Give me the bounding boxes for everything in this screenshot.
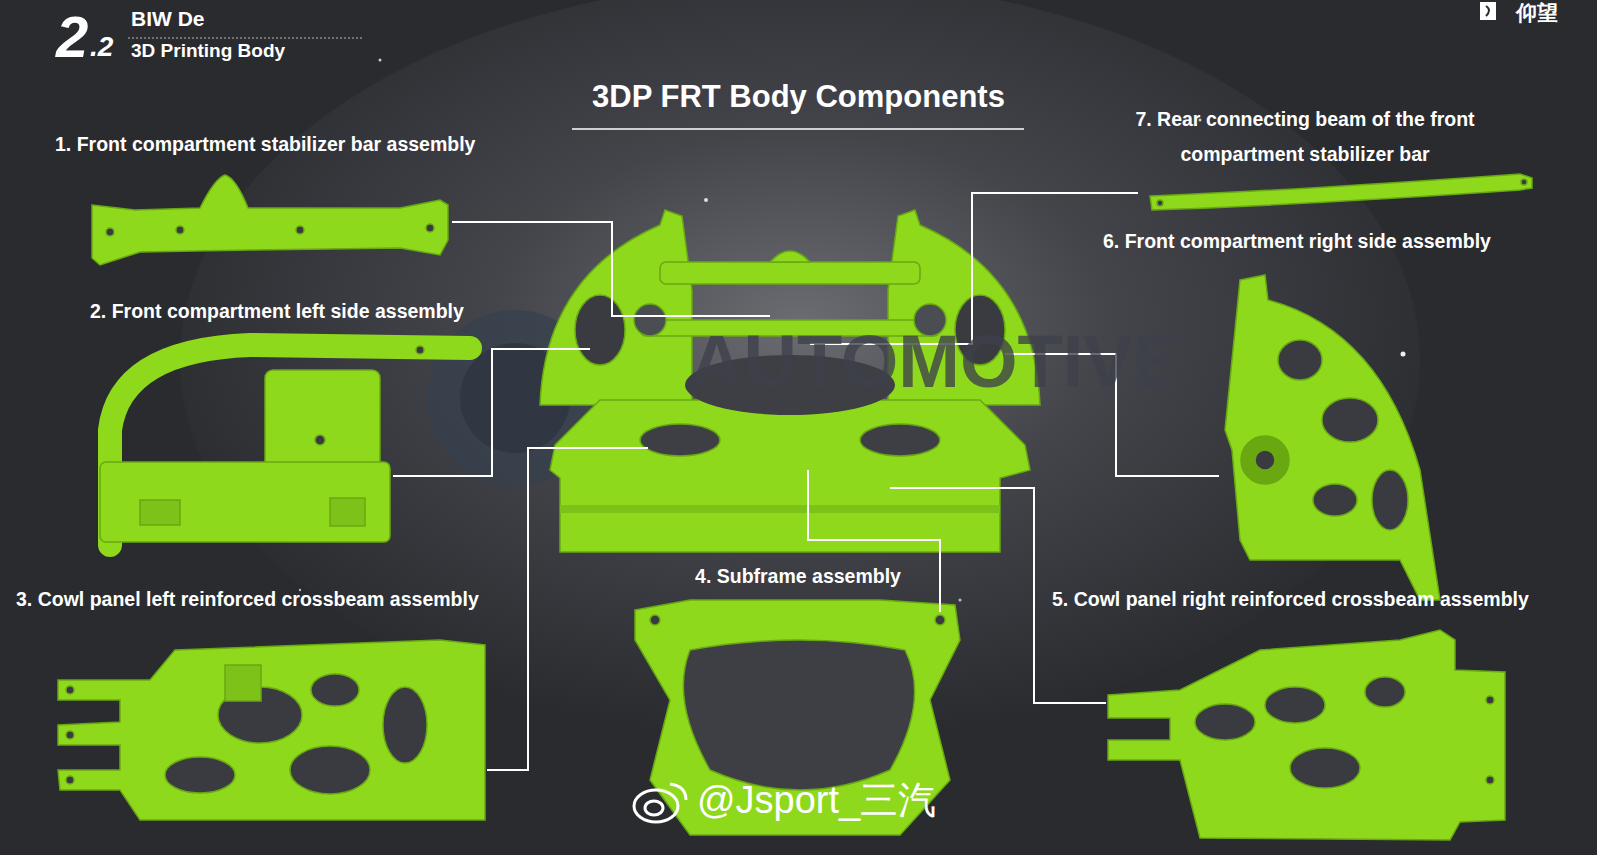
cowl-right-part	[1265, 687, 1325, 723]
cowl-left-part	[290, 746, 370, 794]
stabilizer-bar-part	[92, 175, 448, 265]
cowl-left-part	[66, 731, 74, 739]
rear-beam-part	[1521, 179, 1527, 185]
leader-line	[393, 193, 1219, 770]
heading-number: 2	[56, 2, 88, 72]
subframe-part	[935, 615, 945, 625]
weibo-icon	[634, 790, 678, 822]
cowl-right-part	[1108, 630, 1505, 840]
cowl-left-part	[58, 640, 485, 820]
cowl-right-part	[1365, 677, 1405, 707]
right-side-part	[1278, 340, 1322, 380]
part-label: 3. Cowl panel left reinforced crossbeam …	[16, 588, 479, 611]
weibo-icon	[670, 784, 686, 800]
central-assembly	[575, 295, 625, 365]
central-assembly	[640, 424, 720, 456]
heading-text: 3D Printing Body	[131, 40, 285, 63]
part-label: 7. Rear connecting beam of the front com…	[1105, 102, 1505, 172]
stabilizer-bar-part	[176, 226, 184, 234]
background	[379, 59, 382, 62]
left-side-part	[330, 498, 365, 526]
central-assembly	[560, 505, 1000, 513]
weibo-icon	[634, 784, 686, 822]
left-side-part	[140, 500, 180, 525]
watermark: AUTOMOTIVE	[690, 318, 1182, 407]
subframe-part	[650, 615, 660, 625]
central-assembly	[770, 251, 810, 262]
cowl-right-part	[1108, 630, 1505, 840]
right-side-part	[1225, 275, 1440, 600]
right-side-part	[1255, 450, 1275, 470]
subframe-part	[635, 600, 960, 835]
leader-line	[487, 448, 648, 770]
right-side-part	[1225, 275, 1440, 600]
cowl-left-part	[225, 665, 261, 701]
cowl-right-part	[1486, 776, 1494, 784]
leader-line	[393, 349, 590, 476]
brand-icon	[1480, 2, 1496, 20]
central-assembly	[550, 400, 1030, 552]
cowl-left-part	[311, 674, 359, 706]
leader-line	[808, 470, 940, 612]
rear-beam-part	[1157, 200, 1163, 206]
left-side-part	[315, 435, 325, 445]
part-label: 5. Cowl panel right reinforced crossbeam…	[1052, 588, 1529, 611]
stabilizer-bar-part	[92, 175, 448, 265]
right-side-part	[1322, 398, 1378, 442]
part-label: 1. Front compartment stabilizer bar asse…	[55, 133, 475, 156]
central-assembly	[540, 210, 692, 405]
central-assembly	[860, 424, 940, 456]
right-side-part	[1313, 484, 1357, 516]
heading-rule	[572, 128, 1024, 130]
stabilizer-bar-part	[106, 228, 114, 236]
heading-text: BIW De	[131, 6, 205, 31]
cowl-left-part	[383, 687, 427, 763]
cowl-left-part	[66, 776, 74, 784]
cowl-right-part	[1290, 748, 1360, 788]
cowl-left-part	[165, 757, 235, 793]
brand-logo: 仰望	[1516, 0, 1558, 25]
left-side-part	[100, 345, 470, 545]
watermark: @Jsport_三汽	[697, 778, 936, 824]
rear-beam-part	[1150, 174, 1532, 210]
brand-icon	[1480, 2, 1496, 20]
background	[959, 599, 962, 602]
right-side-part	[1372, 470, 1408, 530]
cowl-left-part	[58, 640, 485, 820]
brand-icon	[1486, 6, 1489, 16]
background	[704, 198, 708, 202]
weibo-icon	[645, 801, 663, 815]
stabilizer-bar-part	[296, 226, 304, 234]
part-label: 4. Subframe assembly	[598, 565, 998, 588]
cowl-right-part	[1486, 696, 1494, 704]
leader-line	[452, 222, 770, 316]
subframe-part	[635, 600, 960, 835]
background	[1401, 352, 1406, 357]
stabilizer-bar-part	[426, 224, 434, 232]
subframe-part	[683, 640, 914, 790]
cowl-left-part	[66, 686, 74, 694]
left-side-part	[416, 346, 424, 354]
central-assembly	[660, 262, 920, 284]
central-assembly	[634, 304, 666, 336]
rear-beam-part	[1150, 174, 1532, 210]
part-label: 2. Front compartment left side assembly	[90, 300, 464, 323]
heading-number: .2	[90, 30, 113, 64]
right-side-part	[1241, 436, 1289, 484]
left-side-part	[100, 462, 390, 542]
heading-rule	[128, 38, 362, 39]
part-label: 6. Front compartment right side assembly	[1103, 230, 1491, 253]
cowl-right-part	[1195, 704, 1255, 740]
